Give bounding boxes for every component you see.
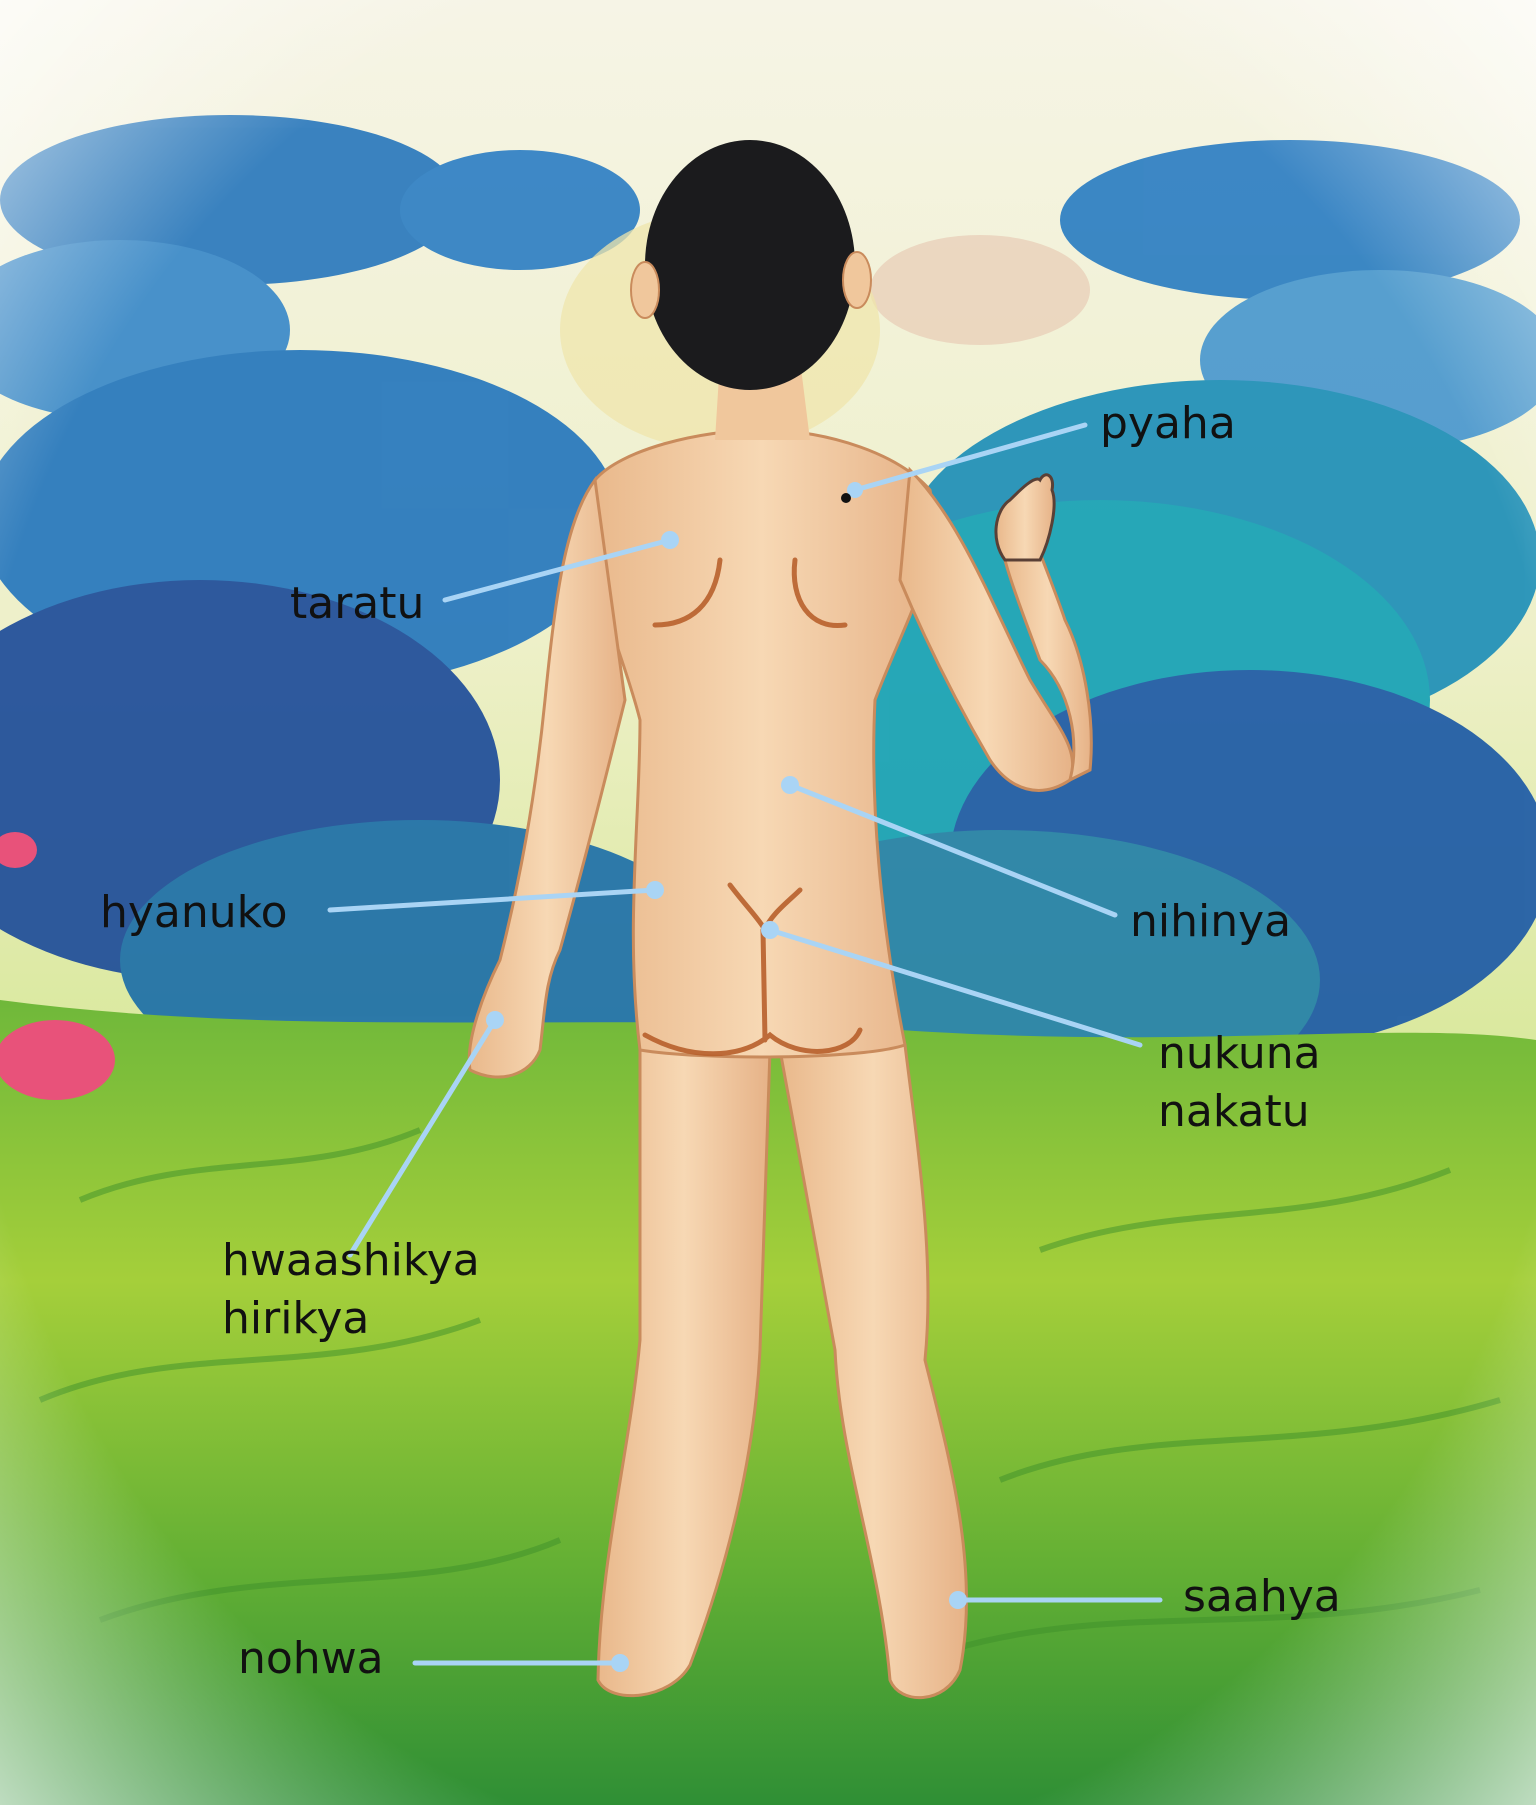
label-nukuna-line2: nakatu — [1158, 1083, 1310, 1141]
label-nukuna-line1: nukuna — [1158, 1025, 1321, 1083]
label-hwaashikya-line2: hirikya — [222, 1290, 369, 1348]
label-hwaashikya-line1: hwaashikya — [222, 1232, 480, 1290]
label-pyaha: pyaha — [1100, 395, 1236, 453]
label-saahya: saahya — [1183, 1568, 1341, 1626]
label-hyanuko: hyanuko — [100, 884, 288, 942]
label-nihinya: nihinya — [1130, 893, 1291, 951]
label-taratu: taratu — [290, 575, 424, 633]
label-nohwa: nohwa — [238, 1630, 384, 1688]
